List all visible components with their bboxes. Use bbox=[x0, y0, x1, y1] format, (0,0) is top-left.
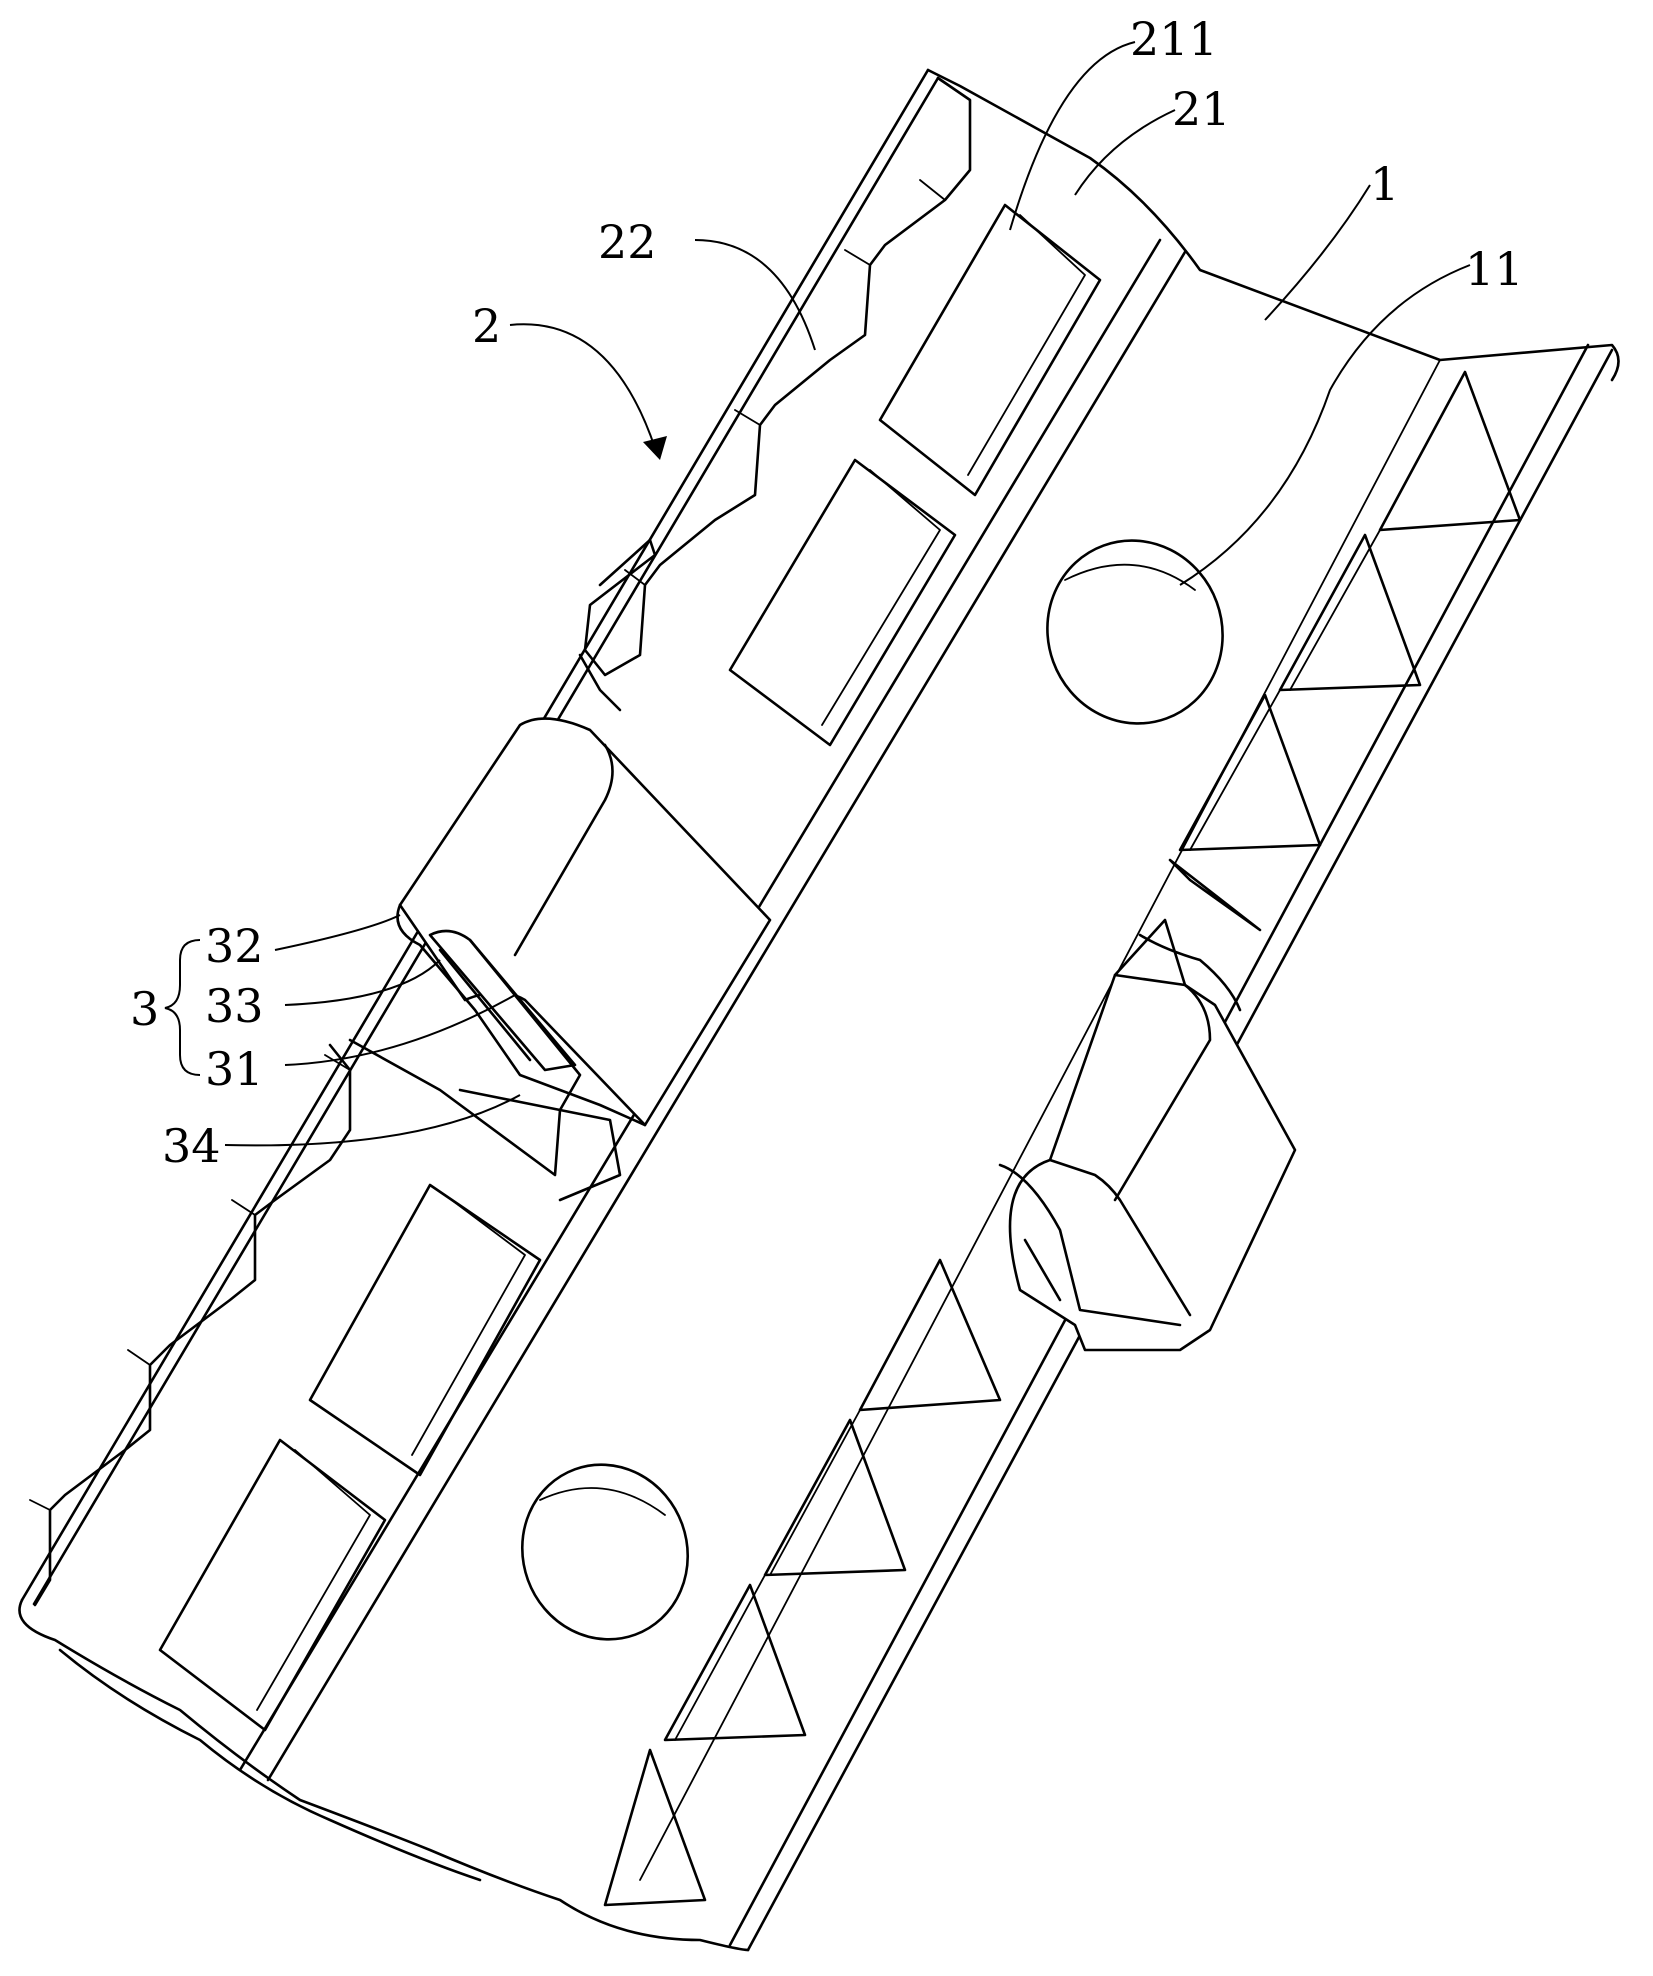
clip-block-upper bbox=[350, 719, 770, 1200]
label-32: 32 bbox=[205, 919, 264, 973]
leader-lines bbox=[165, 42, 1470, 1145]
reference-labels: 211 21 1 11 22 2 3 32 33 31 34 bbox=[130, 12, 1524, 1173]
brace bbox=[165, 940, 200, 1075]
arrow-leader-2 bbox=[510, 324, 655, 448]
label-33: 33 bbox=[205, 979, 264, 1033]
arrow-head-2 bbox=[643, 436, 667, 460]
label-21: 21 bbox=[1172, 82, 1231, 136]
clip-block-lower bbox=[1000, 920, 1295, 1350]
label-3: 3 bbox=[130, 982, 159, 1036]
label-2: 2 bbox=[472, 299, 501, 353]
label-31: 31 bbox=[205, 1042, 264, 1096]
label-1: 1 bbox=[1370, 157, 1399, 211]
label-34: 34 bbox=[162, 1119, 221, 1173]
label-22: 22 bbox=[598, 215, 657, 269]
label-11: 11 bbox=[1465, 242, 1524, 296]
label-211: 211 bbox=[1130, 12, 1218, 66]
